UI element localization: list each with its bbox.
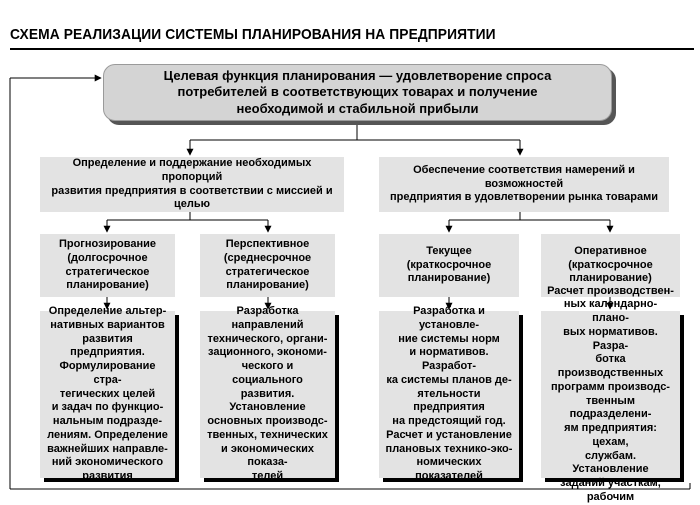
target-function-box: Целевая функция планирования — удовлетво… [103,64,612,121]
target-function-text: Целевая функция планирования — удовлетво… [163,68,552,116]
diagram-title: СХЕМА РЕАЛИЗАЦИИ СИСТЕМЫ ПЛАНИРОВАНИЯ НА… [10,26,496,43]
forecasting-detail-box: Определение альтер- нативных вариантов р… [40,305,175,482]
current-box: Текущее (краткосрочное планирование) [379,234,519,297]
current-text: Текущее (краткосрочное планирование) [406,244,492,285]
operational-detail-box: Расчет производствен- ных календарно-пла… [541,285,680,503]
title-underline [10,48,694,50]
current-detail-text: Разработка и установле- ние системы норм… [385,305,513,483]
proportions-text: Определение и поддержание необходимых пр… [51,157,333,211]
proportions-box: Определение и поддержание необходимых пр… [40,157,344,212]
perspective-detail-box: Разработка направлений технического, орг… [200,305,335,482]
market-compliance-text: Обеспечение соответствия намерений и воз… [389,163,659,204]
operational-text: Оперативное (краткосрочное планирование) [568,244,653,285]
forecasting-detail-text: Определение альтер- нативных вариантов р… [47,305,168,483]
perspective-detail-text: Разработка направлений технического, орг… [207,305,328,483]
forecasting-text: Прогнозирование (долгосрочное стратегиче… [58,238,157,292]
perspective-text: Перспективное (среднесрочное стратегичес… [223,238,312,292]
operational-box: Оперативное (краткосрочное планирование) [541,234,680,297]
current-detail-box: Разработка и установле- ние системы норм… [379,305,519,482]
forecasting-box: Прогнозирование (долгосрочное стратегиче… [40,234,175,297]
perspective-box: Перспективное (среднесрочное стратегичес… [200,234,335,297]
market-compliance-box: Обеспечение соответствия намерений и воз… [379,157,669,212]
operational-detail-text: Расчет производствен- ных календарно-пла… [547,284,674,503]
